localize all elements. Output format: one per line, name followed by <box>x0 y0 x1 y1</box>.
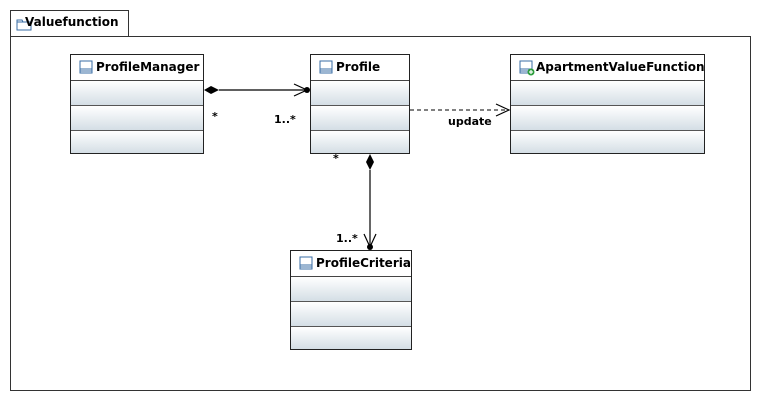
package-tab <box>10 10 129 36</box>
class-name: ProfileCriteria <box>316 256 411 270</box>
class-header: ProfileCriteria <box>291 251 411 277</box>
operations-compartment <box>291 302 411 327</box>
class-icon <box>319 60 333 74</box>
navigable-dot <box>304 87 310 93</box>
edge-manager-profile[interactable] <box>204 83 310 97</box>
class-plus-icon <box>519 60 535 76</box>
class-apartment-value-function[interactable]: ApartmentValueFunction <box>510 54 705 154</box>
class-name: Profile <box>336 60 381 74</box>
class-header: ProfileManager <box>71 55 203 81</box>
class-name: ApartmentValueFunction <box>536 60 705 74</box>
attributes-compartment <box>511 81 704 106</box>
operations-compartment <box>311 106 409 131</box>
nested-compartment <box>511 131 704 153</box>
attributes-compartment <box>71 81 203 106</box>
attributes-compartment <box>311 81 409 106</box>
operations-compartment <box>71 106 203 131</box>
dependency-label: update <box>448 115 492 128</box>
class-profile-criteria[interactable]: ProfileCriteria <box>290 250 412 350</box>
operations-compartment <box>511 106 704 131</box>
mult-manager-source: * <box>212 110 218 123</box>
package-name: Valuefunction <box>25 15 119 29</box>
nested-compartment <box>311 131 409 153</box>
mult-criteria-source: * <box>333 152 339 165</box>
nested-compartment <box>291 327 411 349</box>
nested-compartment <box>71 131 203 153</box>
class-header: Profile <box>311 55 409 81</box>
mult-criteria-target: 1..* <box>336 232 358 245</box>
class-name: ProfileManager <box>96 60 200 74</box>
class-header: ApartmentValueFunction <box>511 55 705 81</box>
open-arrowhead <box>495 103 511 117</box>
class-icon <box>79 60 93 74</box>
mult-manager-target: 1..* <box>274 113 296 126</box>
class-icon <box>299 256 313 270</box>
composition-diamond <box>366 154 374 170</box>
edge-profile-criteria[interactable] <box>363 154 377 250</box>
edge-profile-apartment[interactable] <box>410 103 511 117</box>
navigable-dot <box>367 244 373 250</box>
folder-icon <box>16 19 32 31</box>
attributes-compartment <box>291 277 411 302</box>
composition-diamond <box>204 86 219 94</box>
class-profile[interactable]: Profile <box>310 54 410 154</box>
class-profile-manager[interactable]: ProfileManager <box>70 54 204 154</box>
